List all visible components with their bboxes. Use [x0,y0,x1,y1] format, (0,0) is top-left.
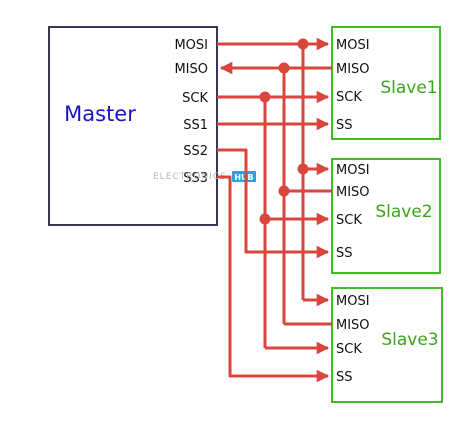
junction-miso-slave2 [278,185,290,197]
wire-ss2 [217,148,330,259]
wire-ss3 [217,175,330,383]
slave3-pin-ss: SS [336,370,353,385]
master-title: Master [64,102,136,126]
watermark-text: ELECTRONICS [153,172,227,182]
junction-sck-slave2 [259,213,271,225]
master-pin-ss3: SS3 [183,171,208,186]
slave2-pin-sck: SCK [336,213,362,228]
slave2-pin-mosi: MOSI [336,163,370,178]
master-pin-mosi: MOSI [174,38,208,53]
junctions [259,38,309,225]
slave2-device: Slave2 MOSI MISO SCK SS [331,158,441,274]
slave2-box [331,158,441,274]
slave1-device: Slave1 MOSI MISO SCK SS [331,26,441,140]
master-pin-ss2: SS2 [183,144,208,159]
slave3-pin-miso: MISO [336,318,370,333]
slave2-pin-ss: SS [336,246,353,261]
slave3-title: Slave3 [381,330,438,350]
slave1-title: Slave1 [380,78,437,98]
slave2-title: Slave2 [375,202,432,222]
slave3-pin-sck: SCK [336,342,362,357]
slave1-pin-mosi: MOSI [336,38,370,53]
junction-mosi [297,38,309,50]
slave2-pin-miso: MISO [336,185,370,200]
wires [217,37,332,383]
slave1-pin-sck: SCK [336,90,362,105]
watermark-logo: ELECTRONICS HUB [153,171,256,182]
master-pin-ss1: SS1 [183,118,208,133]
master-box [48,26,218,226]
watermark-badge-bg [232,171,256,182]
slave3-pin-mosi: MOSI [336,294,370,309]
master-device: Master MOSI MISO SCK SS1 SS2 SS3 [48,26,218,226]
watermark-badge-text: HUB [234,173,253,182]
slave1-box [331,26,441,140]
junction-mosi-slave2 [297,163,309,175]
slave1-pin-miso: MISO [336,62,370,77]
junction-miso [278,62,290,74]
slave3-box [331,287,443,403]
master-pin-sck: SCK [182,91,208,106]
slave3-device: Slave3 MOSI MISO SCK SS [331,287,443,403]
slave1-pin-ss: SS [336,118,353,133]
master-pin-miso: MISO [174,62,208,77]
junction-sck [259,91,271,103]
